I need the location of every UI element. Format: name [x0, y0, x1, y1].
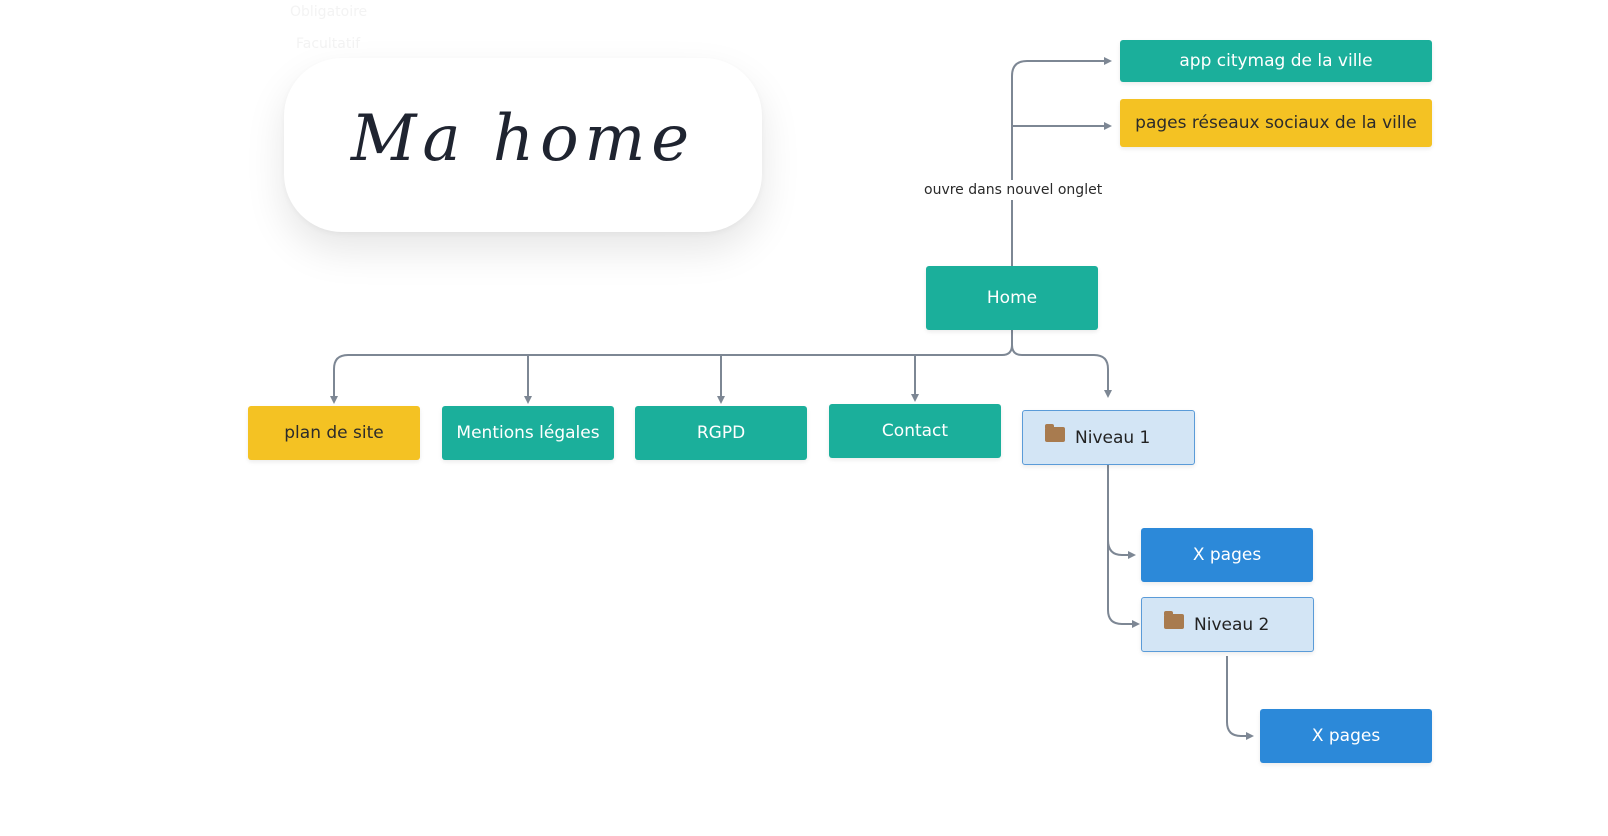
- edge-home-external: [1011, 57, 1112, 266]
- legend-obligatoire: Obligatoire: [290, 4, 368, 20]
- edge-home-bus: [330, 330, 1013, 404]
- node-mentions-legales[interactable]: Mentions légales: [442, 406, 614, 460]
- edge-niveau2-xpages: [1226, 656, 1254, 740]
- node-label: Mentions légales: [456, 423, 600, 443]
- edge-niveau1-xpages: [1107, 465, 1136, 559]
- node-label: pages réseaux sociaux de la ville: [1135, 113, 1417, 133]
- node-label: plan de site: [284, 423, 384, 443]
- node-rgpd[interactable]: RGPD: [635, 406, 807, 460]
- edge-niveau1-niveau2: [1107, 540, 1140, 628]
- node-niveau-2[interactable]: Niveau 2: [1141, 597, 1314, 652]
- node-label: X pages: [1311, 726, 1381, 746]
- node-label: Niveau 2: [1194, 614, 1270, 635]
- node-label: Niveau 1: [1075, 427, 1151, 448]
- edge-label-external: ouvre dans nouvel onglet: [922, 180, 1105, 200]
- node-x-pages-2[interactable]: X pages: [1260, 709, 1432, 763]
- node-app-citymag[interactable]: app citymag de la ville: [1120, 40, 1432, 82]
- node-plan-de-site[interactable]: plan de site: [248, 406, 420, 460]
- title-card: Ma home: [284, 58, 762, 232]
- edge-niveau1: [1011, 344, 1112, 398]
- node-label: Contact: [881, 421, 949, 441]
- node-label: Home: [986, 288, 1038, 308]
- node-label: X pages: [1192, 545, 1262, 565]
- node-contact[interactable]: Contact: [829, 404, 1001, 458]
- folder-icon: [1045, 424, 1065, 442]
- node-reseaux-sociaux[interactable]: pages réseaux sociaux de la ville: [1120, 99, 1432, 147]
- title-text: Ma home: [350, 102, 696, 176]
- folder-icon: [1164, 611, 1184, 629]
- node-label: RGPD: [696, 423, 746, 443]
- node-x-pages-1[interactable]: X pages: [1141, 528, 1313, 582]
- legend-facultatif: Facultatif: [296, 36, 361, 52]
- node-niveau-1[interactable]: Niveau 1: [1022, 410, 1195, 465]
- node-home[interactable]: Home: [926, 266, 1098, 330]
- node-label: app citymag de la ville: [1179, 51, 1373, 71]
